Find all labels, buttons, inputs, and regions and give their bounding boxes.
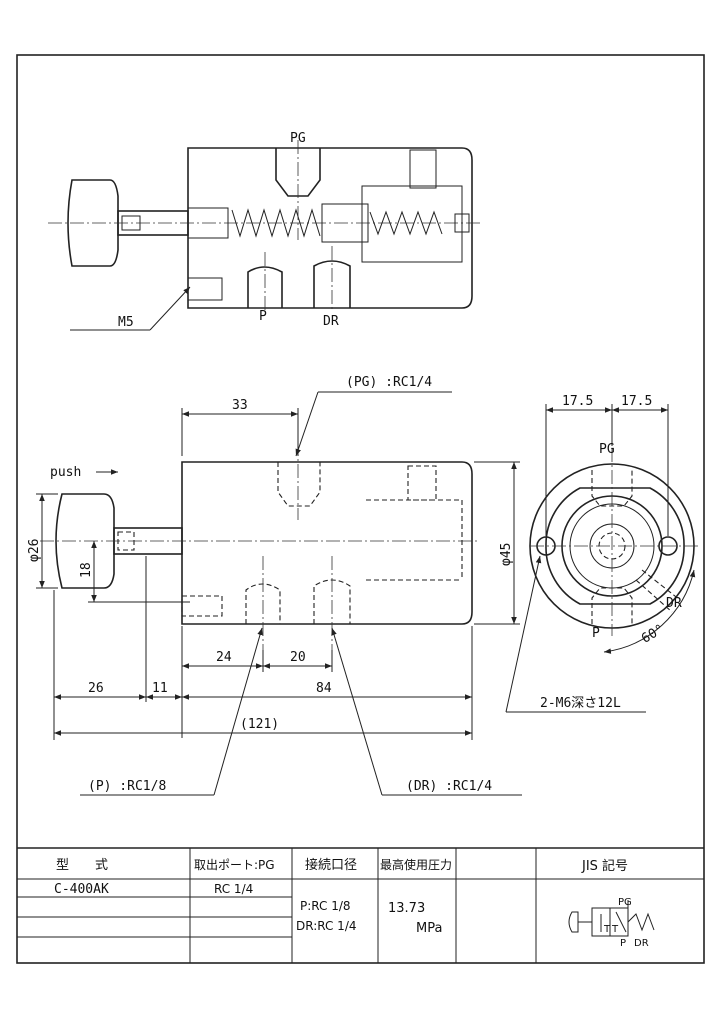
end-view: 17.5 17.5 PG P DR 60° 2-M6深さ12L xyxy=(505,394,700,713)
label-mount-holes: 2-M6深さ12L xyxy=(540,696,621,711)
cell-pg-port: RC 1/4 xyxy=(214,882,253,896)
dim-18: 18 xyxy=(79,562,94,578)
jis-p: P xyxy=(620,938,626,949)
dim-84: 84 xyxy=(316,681,332,696)
header-pg-port: 取出ポート:PG xyxy=(194,858,275,872)
drawing-frame xyxy=(16,54,705,964)
cell-pressure-value: 13.73 xyxy=(388,901,425,916)
dim-20: 20 xyxy=(290,650,306,665)
label-m5: M5 xyxy=(118,315,134,330)
dim-121: (121) xyxy=(240,717,279,732)
label-top-p: P xyxy=(259,309,267,324)
spec-table: 型 式 取出ポート:PG 接続口径 最高使用圧力 JIS 記号 C-400AK … xyxy=(17,847,704,963)
label-p-callout: (P) :RC1/8 xyxy=(88,779,166,794)
label-push: push xyxy=(50,465,81,480)
label-dr-callout: (DR) :RC1/4 xyxy=(406,779,492,794)
dim-24: 24 xyxy=(216,650,232,665)
label-top-pg: PG xyxy=(290,131,306,146)
dim-11: 11 xyxy=(152,681,168,696)
jis-dr: DR xyxy=(634,938,649,949)
header-connection: 接続口径 xyxy=(305,857,357,873)
dim-phi26: φ26 xyxy=(27,539,42,562)
cell-connection-p: P:RC 1/8 xyxy=(300,899,351,913)
cell-connection-dr: DR:RC 1/4 xyxy=(296,919,357,933)
header-model: 型 式 xyxy=(56,858,108,873)
dim-phi45: φ45 xyxy=(499,543,514,566)
jis-symbol: T T PG P DR xyxy=(568,897,655,949)
jis-t-left: T xyxy=(603,924,611,935)
knob-section xyxy=(67,179,119,267)
header-pressure: 最高使用圧力 xyxy=(380,857,452,872)
dim-17-5-right: 17.5 xyxy=(621,394,652,409)
dim-17-5-left: 17.5 xyxy=(562,394,593,409)
body-section xyxy=(187,147,473,309)
jis-pg: PG xyxy=(618,897,632,908)
cell-pressure-unit: MPa xyxy=(416,921,442,936)
knob-outline xyxy=(55,493,115,589)
label-end-p: P xyxy=(592,626,600,641)
label-angle: 60° xyxy=(639,622,667,647)
label-top-dr: DR xyxy=(323,314,339,329)
dim-26: 26 xyxy=(88,681,104,696)
header-jis: JIS 記号 xyxy=(581,858,628,874)
cell-model: C-400AK xyxy=(54,882,109,897)
label-end-dr: DR xyxy=(666,596,682,611)
dim-33: 33 xyxy=(232,398,248,413)
label-pg-callout: (PG) :RC1/4 xyxy=(346,375,432,390)
jis-t-right: T xyxy=(611,924,619,935)
label-end-pg: PG xyxy=(599,442,615,457)
body-outline xyxy=(181,461,473,625)
outline-view: push (PG) :RC1/4 33 φ26 18 φ45 24 20 xyxy=(27,375,522,796)
section-view: M5 PG P DR xyxy=(48,131,480,331)
